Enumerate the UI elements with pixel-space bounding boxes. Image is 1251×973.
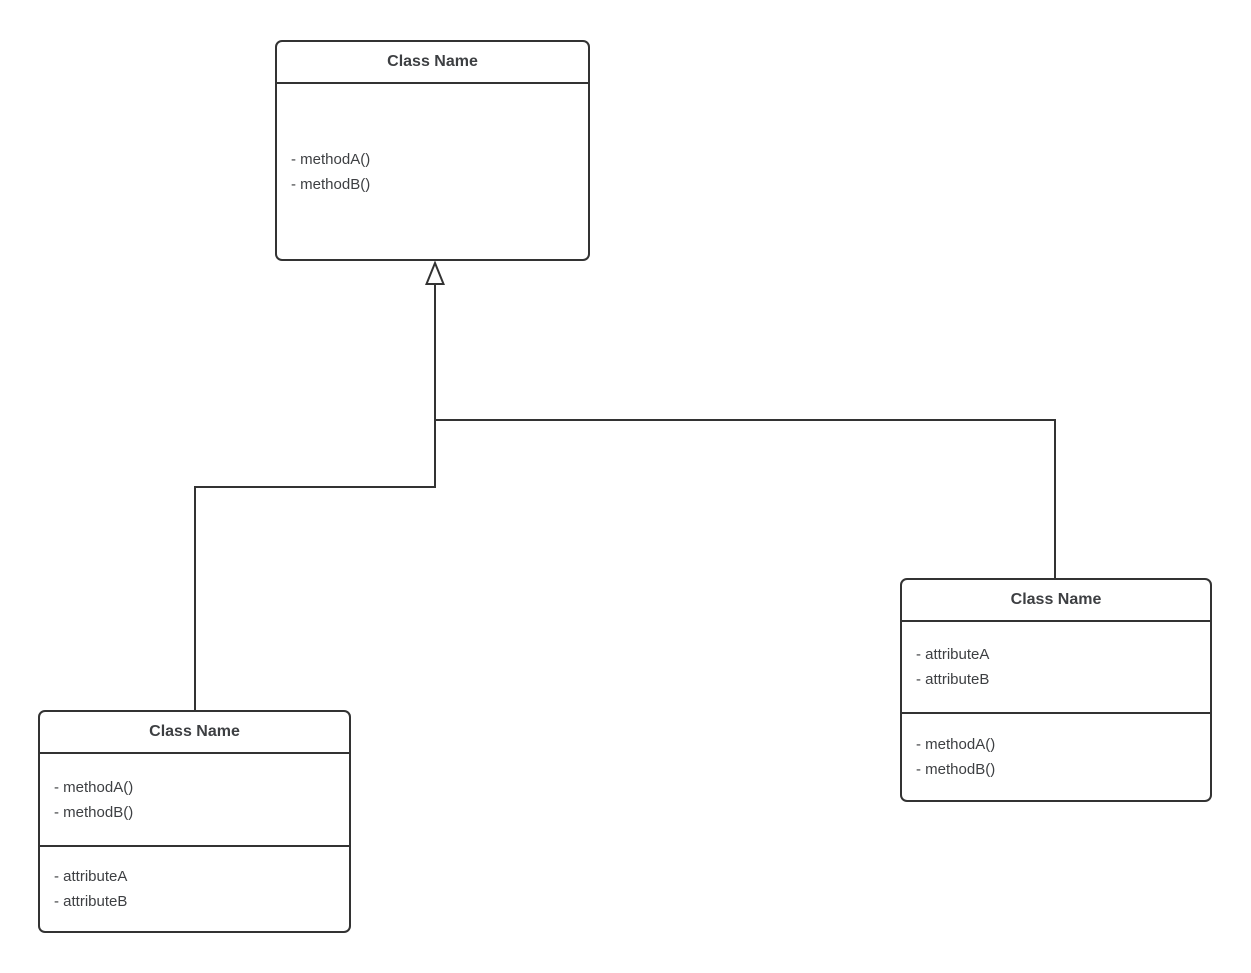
- class-member: - methodA(): [291, 150, 371, 168]
- class-title: Class Name: [902, 580, 1210, 622]
- attributes-compartment: - attributeA - attributeB: [40, 845, 349, 931]
- class-member: - attributeB: [916, 671, 990, 688]
- class-member: - methodB(): [54, 803, 134, 821]
- inheritance-connector-left[interactable]: [194, 284, 436, 710]
- class-member: - methodA(): [54, 778, 134, 796]
- class-box-top[interactable]: Class Name - methodA() - methodB(): [275, 40, 590, 261]
- class-member: - attributeA: [916, 646, 990, 663]
- class-box-bottom-left[interactable]: Class Name - methodA() - methodB() - att…: [38, 710, 351, 933]
- methods-compartment: - methodA() - methodB(): [277, 84, 588, 259]
- inheritance-arrow-icon: [425, 260, 445, 285]
- methods-compartment: - methodA() - methodB(): [902, 712, 1210, 800]
- class-title: Class Name: [277, 42, 588, 84]
- class-title: Class Name: [40, 712, 349, 754]
- methods-compartment: - methodA() - methodB(): [40, 754, 349, 845]
- class-member: - attributeB: [54, 893, 128, 910]
- class-member: - methodB(): [916, 761, 996, 778]
- class-box-right[interactable]: Class Name - attributeA - attributeB - m…: [900, 578, 1212, 802]
- class-member: - attributeA: [54, 868, 128, 885]
- inheritance-connector-right[interactable]: [435, 419, 1056, 578]
- attributes-compartment: - attributeA - attributeB: [902, 622, 1210, 712]
- class-member: - methodB(): [291, 175, 371, 193]
- class-member: - methodA(): [916, 736, 996, 753]
